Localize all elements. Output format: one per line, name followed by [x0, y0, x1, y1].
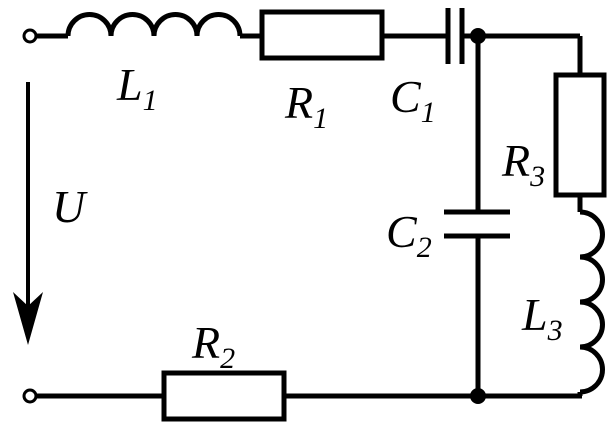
label-C1-sub: 1 — [421, 96, 436, 129]
inductor-L1 — [65, 12, 243, 37]
label-R2: R2 — [191, 317, 235, 375]
resistor-R3 — [553, 72, 607, 198]
capacitor-C1 — [445, 8, 465, 64]
label-R3-letter: R — [501, 135, 530, 186]
middle-branch — [444, 36, 510, 396]
label-R2-sub: 2 — [220, 342, 235, 375]
label-L1-sub: 1 — [143, 84, 158, 117]
label-C2-sub: 2 — [417, 231, 432, 264]
label-L1-letter: L — [116, 59, 143, 110]
label-R1-sub: 1 — [313, 102, 328, 135]
terminal-bottom — [22, 388, 38, 404]
voltage-arrow-head — [13, 292, 43, 345]
right-branch — [553, 36, 607, 396]
label-L3-sub: 3 — [547, 314, 563, 347]
inductor-L3 — [579, 209, 605, 395]
label-R1-letter: R — [284, 77, 313, 128]
terminal-top — [22, 28, 38, 44]
label-R2-letter: R — [191, 317, 220, 368]
label-C2-letter: C — [386, 206, 418, 257]
bottom-wires — [37, 370, 582, 422]
label-C2: C2 — [386, 206, 432, 264]
junction-node-top — [470, 28, 486, 44]
label-L3-letter: L — [521, 289, 548, 340]
resistor-R2 — [161, 370, 287, 422]
label-U: U — [52, 181, 88, 232]
resistor-R1 — [259, 9, 385, 61]
label-C1: C1 — [390, 71, 436, 129]
junction-node-bottom — [470, 388, 486, 404]
voltage-arrow — [13, 82, 43, 345]
label-L1: L1 — [116, 59, 158, 117]
label-R1: R1 — [284, 77, 328, 135]
label-L3: L3 — [521, 289, 563, 347]
label-R3-sub: 3 — [529, 160, 545, 193]
label-C1-letter: C — [390, 71, 422, 122]
label-R3: R3 — [501, 135, 545, 193]
